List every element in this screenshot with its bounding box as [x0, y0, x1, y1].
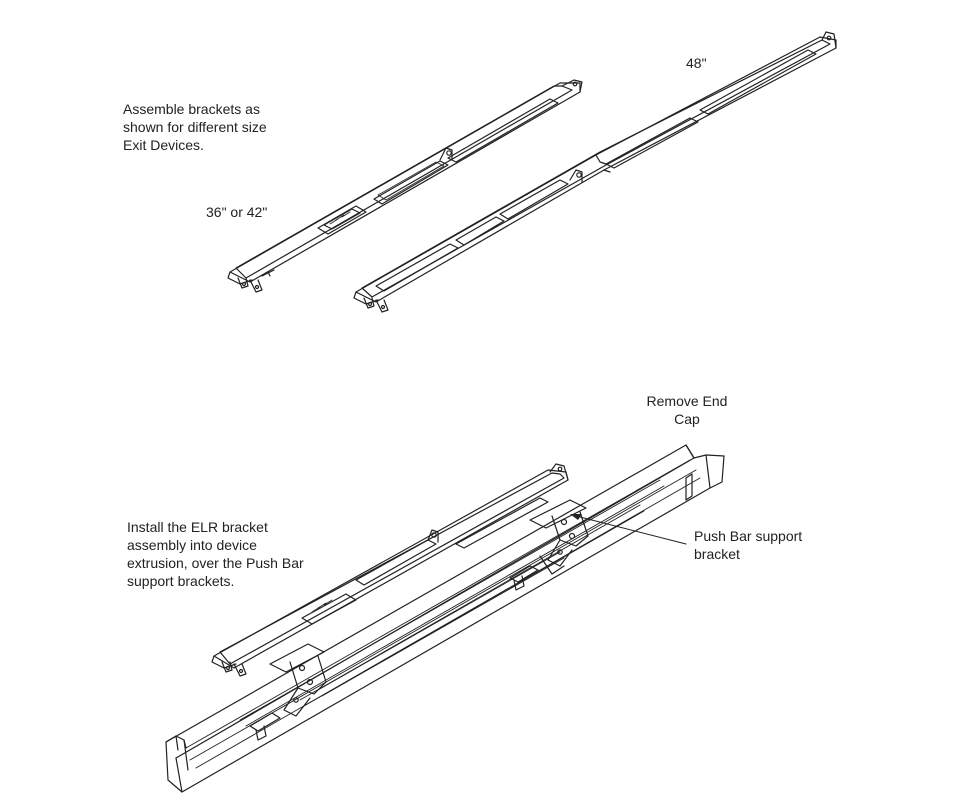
size-label-48: 48"	[686, 55, 707, 71]
install-instruction: Install the ELR bracket assembly into de…	[127, 518, 304, 590]
push-bar-support-line: Push Bar support	[694, 528, 803, 544]
assemble-instruction-line: shown for different size	[123, 119, 267, 135]
bracket-48	[353, 31, 837, 313]
remove-end-cap-line: Cap	[674, 411, 700, 427]
install-instruction-line: Install the ELR bracket	[127, 519, 268, 535]
assemble-instruction-line: Assemble brackets as	[123, 101, 260, 117]
remove-end-cap-line: Remove End	[646, 393, 728, 409]
device-extrusion	[165, 444, 725, 793]
push-bar-support-label: Push Bar support bracket	[694, 527, 802, 563]
size-label-36-42: 36" or 42"	[206, 204, 268, 220]
push-bar-support-brackets	[269, 499, 589, 717]
assemble-instruction: Assemble brackets as shown for different…	[123, 100, 267, 154]
bracket-36-42	[227, 79, 583, 293]
install-instruction-line: assembly into device	[127, 537, 257, 553]
push-bar-leader	[570, 514, 687, 545]
remove-end-cap-label: Remove End Cap	[641, 392, 733, 428]
install-instruction-line: support brackets.	[127, 573, 235, 589]
install-instruction-line: extrusion, over the Push Bar	[127, 555, 304, 571]
assemble-instruction-line: Exit Devices.	[123, 137, 204, 153]
push-bar-support-line: bracket	[694, 546, 740, 562]
elr-bracket-assembly	[211, 463, 569, 697]
